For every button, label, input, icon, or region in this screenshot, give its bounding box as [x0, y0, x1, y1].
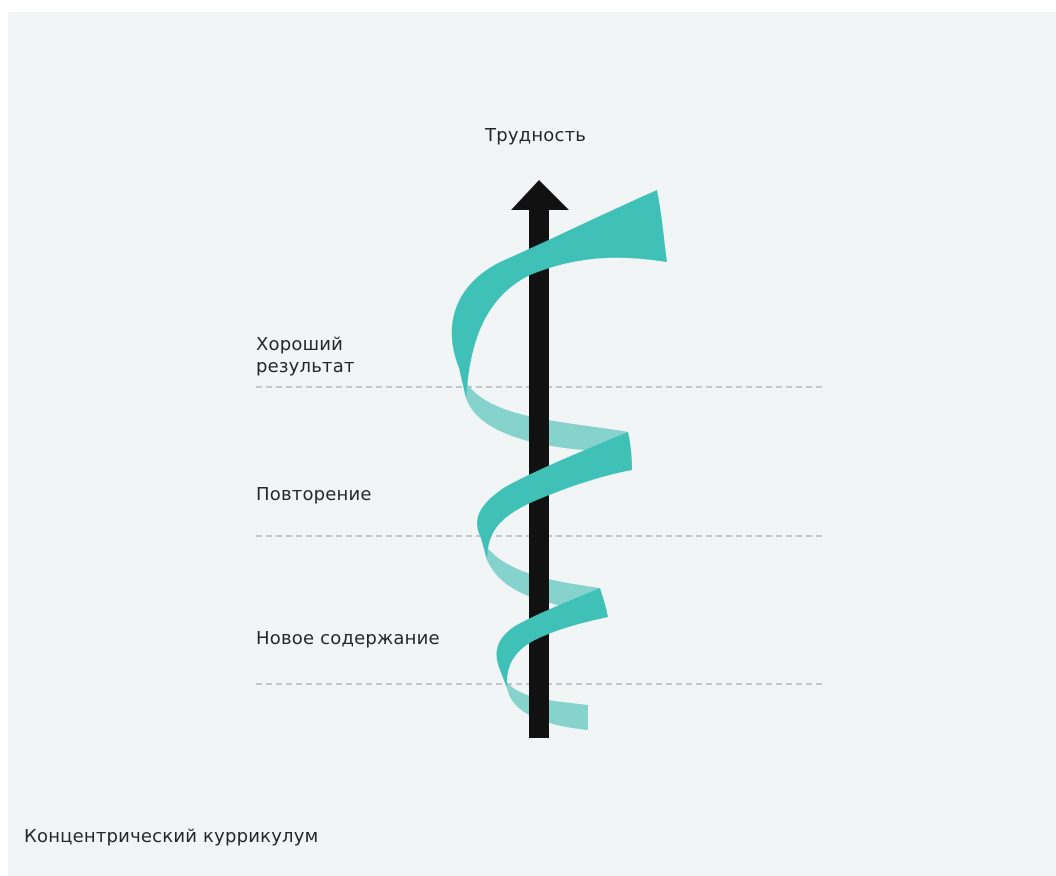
- level-label-line: Хороший: [256, 334, 344, 355]
- level-label-new-content: Новое содержание: [256, 628, 440, 649]
- arrow-head-icon: [511, 180, 569, 210]
- ribbon-front-segment: [451, 190, 667, 398]
- axis-label: Трудность: [485, 125, 587, 146]
- level-label-good-result: Хороший результат: [256, 334, 355, 378]
- level-label-line: результат: [256, 356, 355, 377]
- ribbon-front-segment: [477, 432, 632, 560]
- ribbon-front-segment: [496, 588, 608, 688]
- caption: Концентрический куррикулум: [24, 826, 319, 847]
- level-label-repetition: Повторение: [256, 484, 372, 505]
- ribbon-back-segment: [459, 368, 630, 452]
- ribbon-front-segments: [451, 190, 667, 688]
- ribbon-back-segment: [481, 538, 600, 612]
